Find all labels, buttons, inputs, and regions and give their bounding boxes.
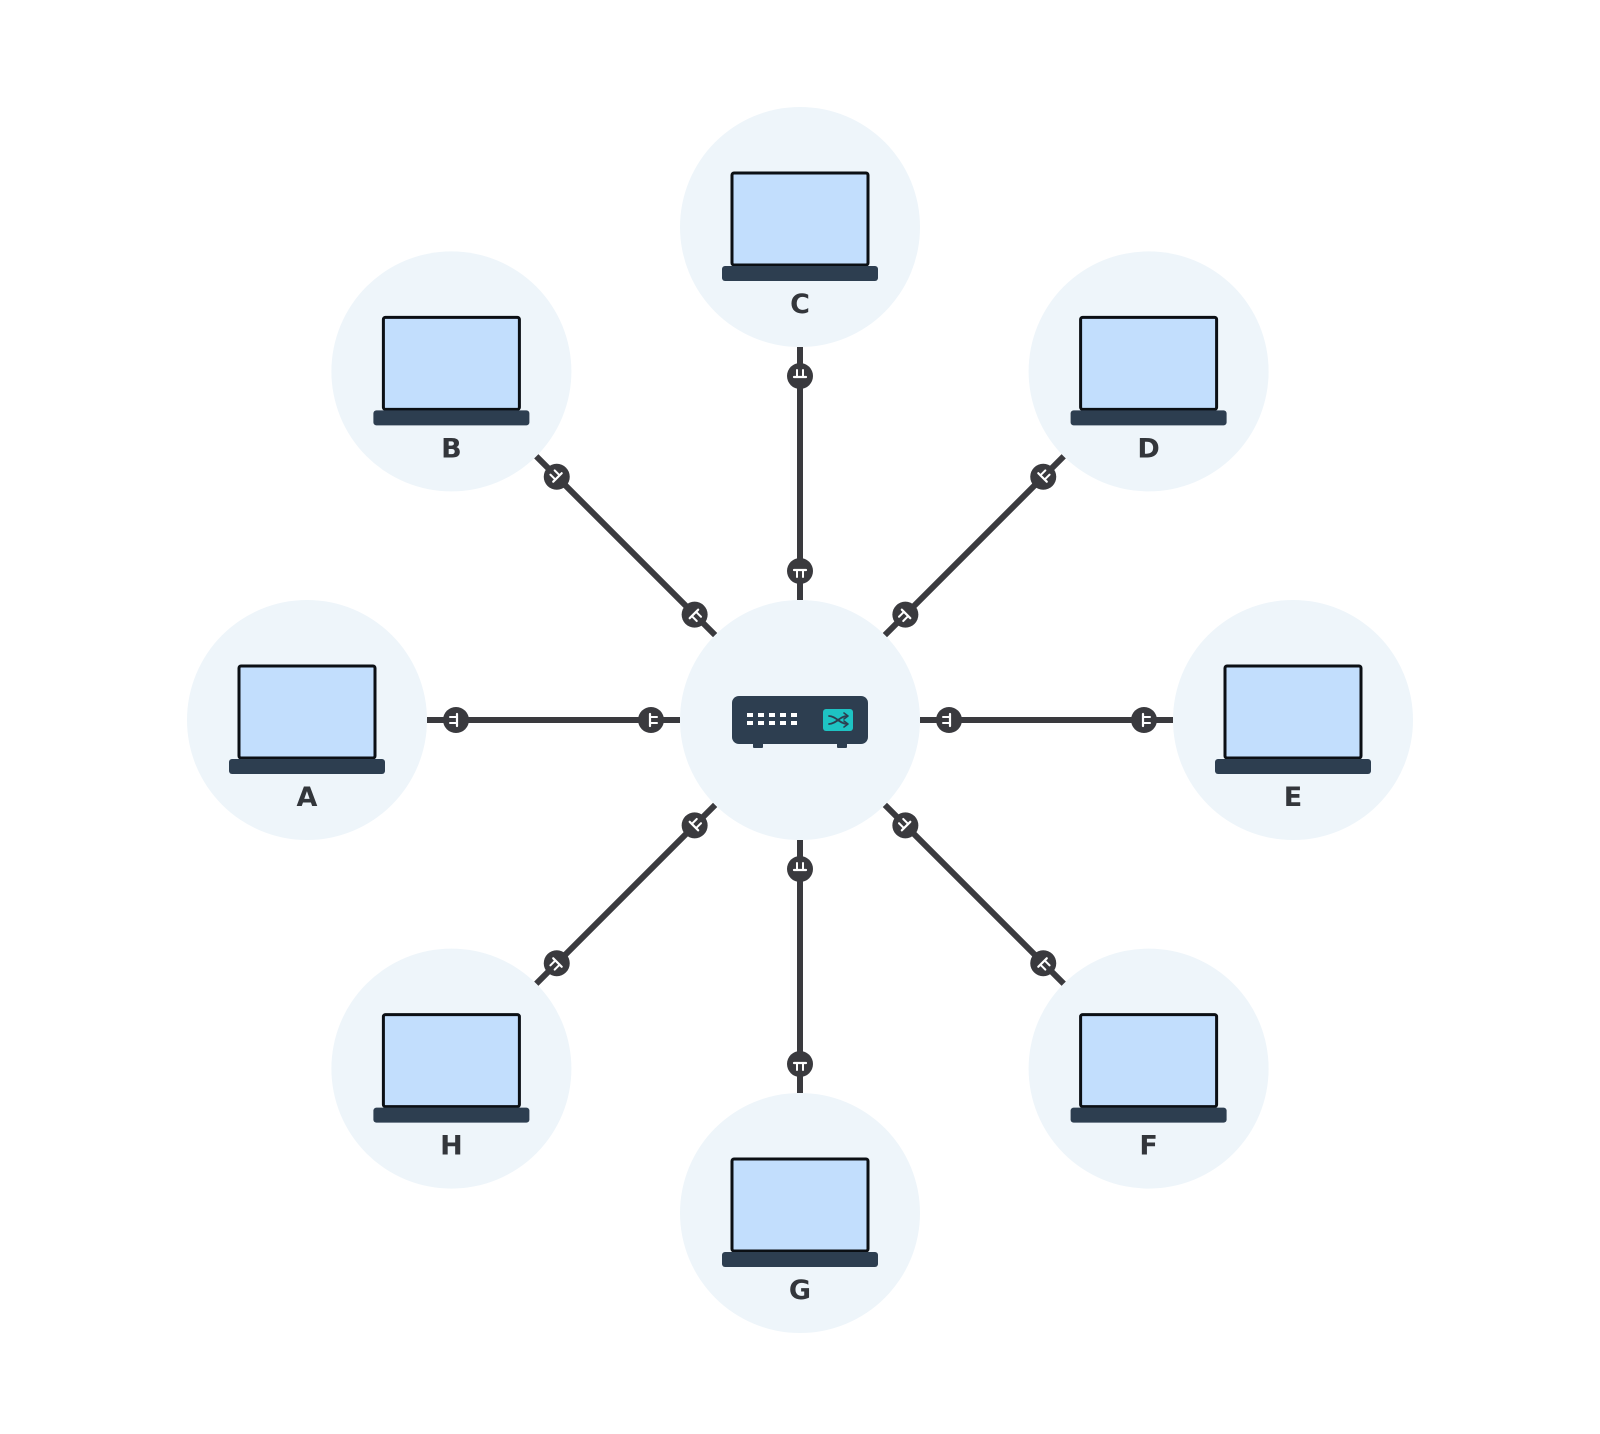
connector-hub-d <box>892 601 919 628</box>
connector-node-c <box>787 363 813 389</box>
connector-node-e <box>1131 707 1157 733</box>
node-label-c: C <box>790 289 810 320</box>
connector-node-h <box>543 950 570 977</box>
laptop-icon <box>722 171 878 281</box>
cable-d <box>882 454 1066 638</box>
connector-node-g <box>787 1051 813 1077</box>
cable-h <box>534 802 718 986</box>
network-switch-icon <box>732 696 868 748</box>
node-label-f: F <box>1139 1131 1157 1162</box>
connector-hub-a <box>638 707 664 733</box>
hub-node <box>732 696 868 748</box>
node-label-g: G <box>789 1275 811 1306</box>
laptop-icon <box>373 315 530 426</box>
laptop-icon <box>1070 1013 1227 1123</box>
cable-f <box>882 802 1066 986</box>
laptop-icon <box>722 1157 878 1267</box>
connector-node-f <box>1030 950 1057 977</box>
connector-hub-f <box>892 812 919 839</box>
node-label-e: E <box>1284 782 1302 813</box>
laptop-icon <box>373 1013 530 1123</box>
node-label-d: D <box>1137 433 1159 464</box>
cable-b <box>534 454 718 638</box>
node-label-b: B <box>441 433 462 464</box>
shuffle-arrows-icon <box>823 709 853 731</box>
laptop-icon <box>1070 315 1227 426</box>
connector-hub-c <box>787 558 813 584</box>
node-label-h: H <box>440 1131 463 1162</box>
connector-node-b <box>543 463 570 490</box>
laptop-icon <box>1215 664 1371 774</box>
node-label-a: A <box>297 782 318 813</box>
connector-hub-b <box>681 601 708 628</box>
cables-layer <box>427 347 1173 1093</box>
connector-hub-g <box>787 856 813 882</box>
connector-node-a <box>443 707 469 733</box>
laptop-nodes-layer: A B C D E F G H <box>229 171 1371 1306</box>
connector-node-d <box>1030 463 1057 490</box>
connector-hub-h <box>681 812 708 839</box>
connector-hub-e <box>936 707 962 733</box>
laptop-icon <box>229 664 385 774</box>
